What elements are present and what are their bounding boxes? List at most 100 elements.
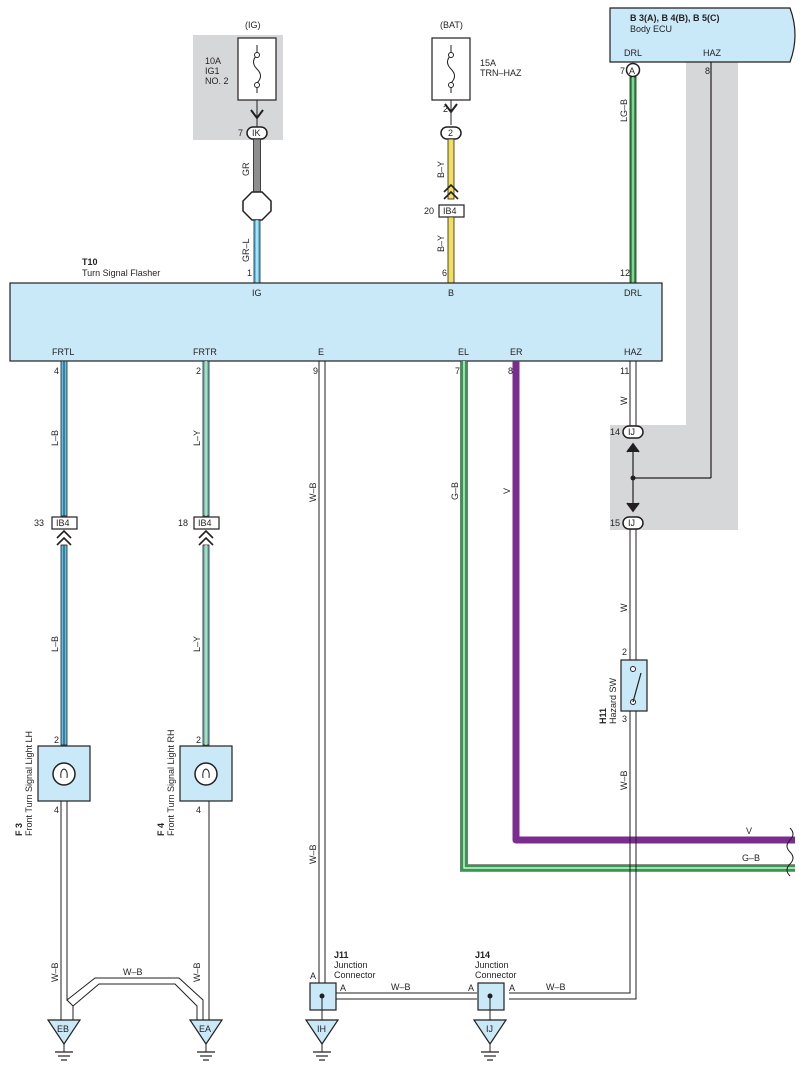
wire-label-l-b-1: L–B [50,430,60,446]
ib4-right-connector[interactable] [193,516,220,530]
octagon-junction[interactable] [242,191,272,221]
ecu-haz-num: 8 [705,66,710,76]
wire-label-g-b-right: G–B [742,853,760,863]
wire-label-l-b-2: L–B [50,636,60,652]
wire-g-b [460,361,795,872]
ground-ea-label: EA [199,1024,211,1034]
wire-label-g-b: G–B [450,482,460,500]
ik-connector-label: IK [252,128,261,138]
flasher-name: Turn Signal Flasher [82,268,160,278]
haz-harness-shading [610,62,738,530]
ground-eb[interactable] [46,1019,82,1061]
wire-label-w-b-j14: W–B [546,982,566,992]
flasher-bottom-pin-label-5: HAZ [624,347,643,357]
bat-fuse-name: TRN–HAZ [480,68,522,78]
wire-label-w-b-ea: W–B [192,962,202,982]
break-mark [786,827,794,877]
ib4-left-pin: 33 [34,518,44,528]
ib4-bat-pin: 20 [424,206,434,216]
ij-bottom-label: IJ [628,518,635,528]
lamp-lh-pin-bot: 4 [54,805,59,815]
bat-pin-top: 2 [443,104,448,114]
wire-label-w-b-e2: W–B [308,844,318,864]
flasher-top-pin-num-1: 6 [442,268,447,278]
flasher-top-pin-num-2: 12 [620,268,630,278]
j14-code: J14 [475,950,490,960]
ig-fuse-name1: IG1 [205,66,220,76]
wire-label-l-y-1: L–Y [192,430,202,446]
j11-pin-a1: A [310,971,316,981]
ib4-bat-label: IB4 [443,206,457,216]
ij-top-pin: 14 [610,427,620,437]
wire-w-haz [629,361,637,660]
ground-ih[interactable] [304,1019,340,1061]
flasher-bottom-pin-num-4: 8 [508,366,513,376]
flasher-bottom-pin-num-1: 2 [196,366,201,376]
flasher-bottom-pin-label-0: FRTL [52,347,74,357]
wire-label-w-b-mid: W–B [123,967,143,977]
ig-fuse-element [253,45,261,93]
flasher-top-pin-label-2: DRL [624,288,642,298]
body-ecu-box[interactable] [609,7,796,63]
ib4-right-pin: 18 [178,518,188,528]
j11-line2: Connector [334,970,376,980]
ecu-pin-haz-label: HAZ [703,48,722,58]
flasher-bottom-pin-num-3: 7 [455,366,460,376]
ij-bottom-pin: 15 [610,518,620,528]
wire-w-b-j11-j14 [336,992,477,1000]
ij-top-connector[interactable] [622,425,644,439]
wire-gr [253,138,261,193]
wire-label-l-y-2: L–Y [192,636,202,652]
j14-pin-a1: A [468,983,474,993]
ecu-name: Body ECU [630,24,672,34]
hazard-sw-name: Hazard SW [608,677,618,724]
hazard-sw-code: H11 [598,708,608,724]
ig-pin-num: 7 [238,128,243,138]
hazard-sw-pin-top: 2 [622,647,627,657]
j11-pin-a2: A [340,983,346,993]
ig-fuse-name2: NO. 2 [205,76,229,86]
j11-code: J11 [334,950,349,960]
ecu-pin-drl-label: DRL [624,48,642,58]
wire-w-b-lamps [60,801,210,1020]
turn-signal-flasher-box[interactable] [9,282,663,362]
ground-ij[interactable] [472,1019,508,1061]
flasher-code: T10 [82,257,98,267]
lamp-lh-pin-top: 2 [54,735,59,745]
wire-b-y-bottom [447,216,455,284]
ij-bottom-connector[interactable] [622,516,644,530]
ground-ij-label: IJ [486,1024,493,1034]
wire-w-b-sw [509,711,637,1000]
flasher-bottom-pin-label-3: EL [458,347,469,357]
bat-fuse-element [447,45,455,93]
wire-v [512,361,795,844]
ib4-left-connector[interactable] [51,516,78,530]
ground-ih-label: IH [317,1024,326,1034]
ground-ea[interactable] [188,1019,224,1061]
flasher-bottom-pin-num-5: 11 [620,366,629,376]
flasher-top-pin-label-1: B [448,288,454,298]
flasher-top-pin-num-0: 1 [247,268,252,278]
flasher-bottom-pin-label-1: FRTR [193,347,217,357]
flasher-bottom-pin-label-4: ER [510,347,523,357]
flasher-bottom-pin-label-2: E [318,347,324,357]
hazard-sw-pin-bot: 3 [622,714,627,724]
wire-label-w-b-sw: W–B [619,770,629,790]
j11-line1: Junction [334,960,368,970]
flasher-bottom-pin-num-2: 9 [313,366,318,376]
junction-connector-j11[interactable] [309,982,337,1011]
wire-label-lg-b: LG–B [619,99,629,122]
lamp-rh-pin-top: 2 [196,735,201,745]
ig-fuse-rating: 10A [205,56,221,66]
ib4-left-label: IB4 [56,518,70,528]
wire-label-gr-l: GR–L [241,238,251,262]
ecu-code: B 3(A), B 4(B), B 5(C) [630,13,720,23]
bat-source-label: (BAT) [440,20,463,30]
lamp-rh-code: F 4 [156,823,166,836]
wire-label-b-y-1: B–Y [436,161,446,178]
wire-label-b-y-2: B–Y [436,235,446,252]
wire-label-w-b-eb: W–B [50,962,60,982]
wire-label-w-b-j11: W–B [391,982,411,992]
ig-source-label: (IG) [245,20,261,30]
